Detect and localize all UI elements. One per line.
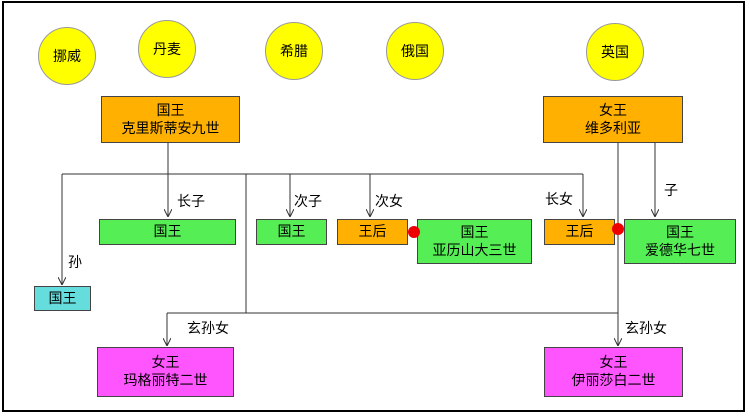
country-russia: 俄国 <box>386 22 444 80</box>
node-name: 玛格丽特二世 <box>123 373 208 389</box>
country-norway: 挪威 <box>38 27 96 85</box>
node-queen-britain: 王后 <box>544 219 615 245</box>
node-king-greece: 国王 <box>256 219 327 245</box>
node-name: 伊丽莎白二世 <box>571 373 656 389</box>
node-title: 国王 <box>460 224 489 241</box>
country-greece: 希腊 <box>265 22 323 80</box>
label-eldest-son: 长子 <box>177 194 205 210</box>
node-title: 女王 <box>599 102 627 119</box>
label-great-great-granddaughter-right: 玄孙女 <box>625 321 667 337</box>
country-norway-label: 挪威 <box>53 49 81 65</box>
node-edward-vii: 国王 爱德华七世 <box>624 219 736 264</box>
label-second-son: 次子 <box>294 194 322 210</box>
node-name: 维多利亚 <box>585 120 641 137</box>
node-title: 国王 <box>48 290 77 307</box>
country-russia-label: 俄国 <box>401 44 429 60</box>
node-title: 国王 <box>666 224 694 241</box>
node-victoria: 女王 维多利亚 <box>543 96 683 143</box>
country-britain: 英国 <box>586 23 644 81</box>
node-name: 爱德华七世 <box>645 242 715 259</box>
node-name: 亚历山大三世 <box>432 242 517 259</box>
diagram-frame <box>2 1 745 412</box>
marriage-dot-russia <box>408 226 420 238</box>
label-eldest-daughter: 长女 <box>545 192 573 208</box>
country-denmark-label: 丹麦 <box>153 42 181 58</box>
label-grandson: 孙 <box>68 255 82 271</box>
node-king-denmark: 国王 <box>99 219 236 245</box>
node-title: 国王 <box>277 224 306 240</box>
marriage-dot-britain <box>612 223 624 235</box>
node-title: 王后 <box>358 224 387 240</box>
node-king-norway: 国王 <box>34 286 91 311</box>
node-title: 女王 <box>151 355 180 371</box>
node-christian-ix: 国王 克里斯蒂安九世 <box>101 96 240 143</box>
country-britain-label: 英国 <box>601 45 629 61</box>
node-name: 克里斯蒂安九世 <box>121 120 220 137</box>
node-title: 王后 <box>565 224 594 240</box>
node-title: 女王 <box>599 355 628 371</box>
node-elizabeth-ii: 女王 伊丽莎白二世 <box>544 347 683 397</box>
label-son: 子 <box>664 183 678 199</box>
label-great-great-granddaughter-left: 玄孙女 <box>187 321 229 337</box>
country-greece-label: 希腊 <box>280 44 308 60</box>
node-title: 国王 <box>156 102 185 119</box>
node-title: 国王 <box>153 224 182 240</box>
node-queen-russia: 王后 <box>337 219 408 245</box>
label-second-daughter: 次女 <box>375 194 403 210</box>
node-alexander-iii: 国王 亚历山大三世 <box>417 219 532 264</box>
node-margrethe-ii: 女王 玛格丽特二世 <box>97 347 234 397</box>
country-denmark: 丹麦 <box>138 20 196 78</box>
